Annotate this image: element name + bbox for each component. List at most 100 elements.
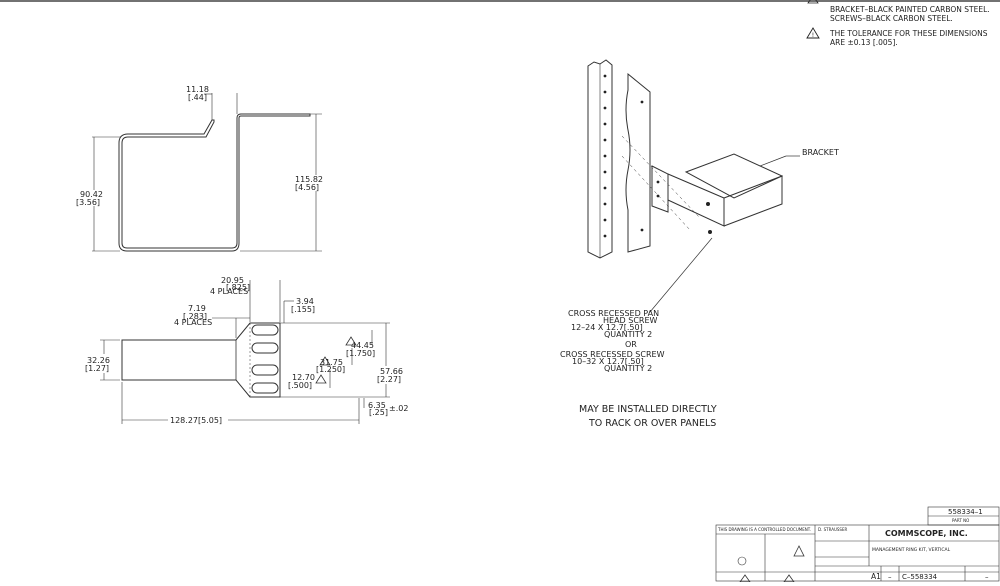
- flat-outline: [121, 322, 281, 398]
- dim-right-height: 115.82: [295, 175, 323, 184]
- doc-number-top: 558334–1: [948, 508, 983, 516]
- hidden-line: [621, 135, 701, 219]
- dim-top-width: 11.18: [186, 85, 209, 94]
- bracket-side: [723, 175, 783, 227]
- rail-hole: [603, 154, 607, 158]
- screw1-line4: QUANTITY 2: [604, 330, 652, 339]
- flat-view: [100, 280, 390, 424]
- screw2-line3: QUANTITY 2: [604, 364, 652, 373]
- dim-arm-height: 32.26: [87, 356, 110, 365]
- note-material-bracket: BRACKET–BLACK PAINTED CARBON STEEL.: [830, 5, 990, 14]
- rail-hole: [603, 74, 607, 78]
- rack-rail: [587, 59, 613, 259]
- panel-section: [625, 72, 651, 253]
- dim-right-height-in: [4.56]: [295, 183, 319, 192]
- drawing-size-dash: –: [888, 573, 892, 581]
- warning-triangle-icon: [806, 27, 820, 39]
- dim-edge-offset: 6.35: [368, 401, 386, 410]
- isometric-view: [587, 59, 800, 313]
- screw1-line1: CROSS RECESSED PAN: [568, 309, 659, 318]
- dim-flange-height-in: [2.27]: [377, 375, 401, 384]
- rail-holes: [603, 74, 712, 238]
- dim-arm-height-in: [1.27]: [85, 364, 109, 373]
- screw2-line1: CROSS RECESSED SCREW: [560, 350, 665, 359]
- drawing-size: A1: [871, 572, 881, 581]
- title-block-frame: [715, 524, 1000, 582]
- dim-slot-pitch-1: 44.45: [351, 341, 374, 350]
- rail-hole: [603, 186, 607, 190]
- note-tolerance-line1: THE TOLERANCE FOR THESE DIMENSIONS: [829, 29, 988, 38]
- slot: [251, 382, 279, 394]
- drawing-title: MANAGEMENT RING KIT, VERTICAL: [872, 547, 951, 553]
- dim-top-width-in: [.44]: [188, 93, 207, 102]
- warning-triangle-icon: [319, 356, 331, 366]
- dim-slot-length: 20.95: [221, 276, 244, 285]
- hidden-line: [621, 155, 691, 231]
- label-bracket: BRACKET: [802, 148, 839, 157]
- rail-hole: [603, 218, 607, 222]
- screw-icon: [706, 202, 710, 206]
- slot: [251, 324, 279, 336]
- dim-left-height: 90.42: [80, 190, 103, 199]
- warning-mark: !: [812, 32, 814, 39]
- dim-slot-pitch-3-in: [.500]: [288, 381, 312, 390]
- screw1-line2: HEAD SCREW: [603, 316, 658, 325]
- dim-slot-pitch-2-in: [1.250]: [316, 365, 345, 374]
- warning-triangle-icon: [315, 374, 327, 384]
- dim-edge-tolerance: ±.02: [389, 404, 408, 413]
- screw1-line3: 12–24 X 12.7[.50]: [571, 323, 643, 332]
- warning-triangle-icon: [793, 545, 805, 557]
- controlled-document-note: THIS DRAWING IS A CONTROLLED DOCUMENT.: [717, 527, 811, 532]
- drawn-by: D. STRAUSSER: [818, 527, 847, 532]
- bracket-arm: [667, 173, 725, 227]
- projection-symbol-icon: [737, 556, 747, 566]
- dim-slot-pitch-2: 31.75: [320, 358, 343, 367]
- install-note-line1: MAY BE INSTALLED DIRECTLY: [579, 404, 717, 415]
- dim-slot-width-in: [.155]: [291, 305, 315, 314]
- leader-line: [649, 237, 713, 313]
- slot: [251, 364, 279, 376]
- dim-slot-width: 3.94: [296, 297, 314, 306]
- rail-hole: [603, 106, 607, 110]
- panel-hole: [640, 100, 644, 104]
- dim-slot-offset-note: 4 PLACES: [174, 318, 212, 327]
- leader-line: [759, 155, 787, 167]
- install-note-line2: TO RACK OR OVER PANELS: [588, 418, 716, 429]
- rail-hole: [603, 170, 607, 174]
- rail-hole: [603, 122, 607, 126]
- flange-hole: [656, 180, 660, 184]
- warning-triangle-icon: [345, 336, 357, 346]
- dim-slot-offset-in: [.283]: [183, 312, 207, 321]
- dim-slot-pitch-3: 12.70: [292, 373, 315, 382]
- rail-hole: [603, 202, 607, 206]
- dim-slot-offset: 7.19: [188, 304, 206, 313]
- rail-hole: [603, 90, 607, 94]
- panel-hole: [640, 228, 644, 232]
- drawing-restricted-dash: –: [985, 573, 989, 581]
- dim-slot-pitch-1-in: [1.750]: [346, 349, 375, 358]
- flange-hole: [656, 194, 660, 198]
- part-no-label: PART NO: [952, 518, 969, 523]
- rail-hole: [603, 138, 607, 142]
- notes-block: BRACKET–BLACK PAINTED CARBON STEEL. SCRE…: [806, 0, 990, 47]
- dim-slot-length-in: [.825]: [226, 283, 250, 292]
- note-tolerance-line2: ARE ±0.13 [.005].: [830, 38, 898, 47]
- dim-edge-offset-in: [.25]: [369, 408, 388, 417]
- bracket-flange: [651, 165, 669, 213]
- warning-triangle-icon: [807, 0, 819, 4]
- note-material-screws: SCREWS–BLACK CARBON STEEL.: [830, 14, 953, 23]
- title-block: [715, 506, 1000, 583]
- screw2-line2: 10–32 X 12.7[.50]: [572, 357, 644, 366]
- slot: [251, 342, 279, 354]
- company-name: COMMSCOPE, INC.: [885, 529, 968, 538]
- dim-flange-height: 57.66: [380, 367, 403, 376]
- bracket-profile: [118, 113, 311, 252]
- dim-slot-length-note: 4 PLACES: [210, 287, 248, 296]
- drawing-number: C–558334: [902, 573, 938, 581]
- top-view: [92, 93, 322, 252]
- rail-hole: [603, 234, 607, 238]
- dim-overall-length: 128.27[5.05]: [170, 416, 222, 425]
- dim-left-height-in: [3.56]: [76, 198, 100, 207]
